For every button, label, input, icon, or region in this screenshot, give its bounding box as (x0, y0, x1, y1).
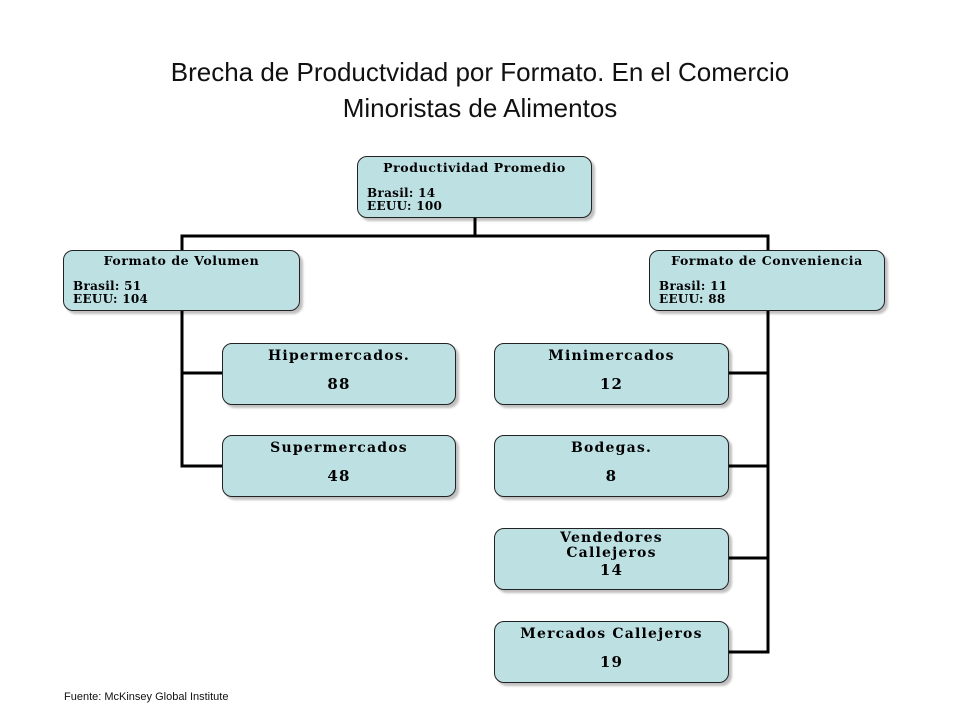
node-minimercados-value: 12 (599, 375, 624, 393)
node-supermercados-label: Supermercados (270, 440, 408, 456)
title-line-2: Minoristas de Alimentos (342, 93, 618, 123)
node-vendedores-label-1: Vendedores (560, 530, 663, 546)
convenience-node: Formato de Conveniencia Brasil: 11 EEUU:… (649, 250, 885, 311)
volume-node-label: Formato de Volumen (103, 253, 260, 268)
volume-node: Formato de Volumen Brasil: 51 EEUU: 104 (63, 250, 300, 311)
node-bodegas-value: 8 (605, 467, 618, 485)
node-bodegas-label: Bodegas. (570, 440, 653, 456)
root-node: Productividad Promedio Brasil: 14 EEUU: … (357, 156, 592, 218)
title-line-1: Brecha de Productvidad por Formato. En e… (170, 57, 790, 87)
source-note: Fuente: McKinsey Global Institute (64, 691, 229, 703)
convenience-node-label: Formato de Conveniencia (671, 253, 863, 268)
root-node-eeuu: EEUU: 100 (367, 199, 443, 213)
node-mercados-label: Mercados Callejeros (520, 626, 703, 642)
node-supermercados-value: 48 (327, 467, 351, 485)
node-minimercados: Minimercados 12 (494, 343, 729, 405)
node-hipermercados: Hipermercados. 88 (222, 343, 456, 405)
root-node-brasil: Brasil: 14 (367, 186, 436, 200)
root-node-label: Productividad Promedio (383, 160, 566, 175)
node-mercados-callejeros: Mercados Callejeros 19 (494, 621, 729, 683)
convenience-node-brasil: Brasil: 11 (659, 279, 728, 293)
node-vendedores-callejeros: Vendedores Callejeros 14 (494, 528, 729, 590)
node-mercados-value: 19 (599, 653, 624, 671)
node-hipermercados-label: Hipermercados. (268, 348, 410, 364)
node-supermercados: Supermercados 48 (222, 435, 456, 497)
volume-node-brasil: Brasil: 51 (73, 279, 142, 293)
page-title: Brecha de Productvidad por Formato. En e… (0, 54, 960, 126)
node-minimercados-label: Minimercados (548, 348, 675, 364)
convenience-node-eeuu: EEUU: 88 (659, 292, 726, 306)
node-vendedores-value: 14 (599, 561, 624, 579)
node-hipermercados-value: 88 (327, 375, 351, 393)
volume-node-eeuu: EEUU: 104 (73, 292, 149, 306)
node-vendedores-label-2: Callejeros (566, 545, 657, 561)
node-bodegas: Bodegas. 8 (494, 435, 729, 497)
